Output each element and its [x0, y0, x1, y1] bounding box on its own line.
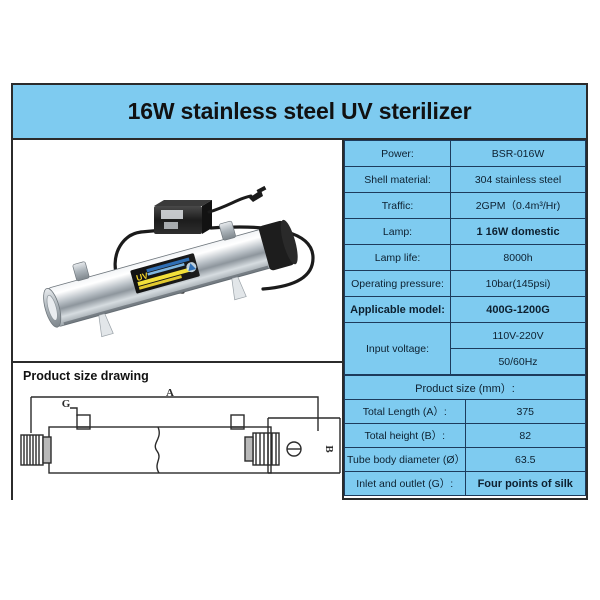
- product-size-drawing-pane: Product size drawing: [13, 363, 342, 500]
- right-column: Power: BSR-016W Shell material: 304 stai…: [343, 140, 586, 500]
- table-row: 50/60Hz: [345, 348, 586, 375]
- spec-value-traffic: 2GPM（0.4m³/Hr): [450, 192, 586, 219]
- left-column: UV Product size drawing: [13, 140, 344, 500]
- spec-value-input-voltage-1: 110V-220V: [450, 322, 586, 349]
- spec-label-lamp: Lamp:: [343, 218, 452, 245]
- table-row: Lamp life: 8000h: [343, 244, 586, 271]
- size-drawing-image: A G B: [20, 387, 341, 474]
- size-label-tube-diameter: Tube body diameter (Ø）:: [344, 447, 466, 472]
- sterilizer-tube: UV: [43, 219, 298, 338]
- spec-label-shell-material: Shell material:: [343, 166, 452, 193]
- ballast-box: [154, 200, 212, 234]
- size-table-header: Product size (mm）:: [344, 375, 586, 400]
- table-row: Lamp: 1 16W domestic: [343, 218, 586, 245]
- spec-label-power: Power:: [343, 140, 452, 167]
- spec-label-lamp-life: Lamp life:: [343, 244, 452, 271]
- spec-value-lamp-life: 8000h: [450, 244, 586, 271]
- dimension-label-a: A: [166, 387, 174, 399]
- table-row: Inlet and outlet (G）: Four points of sil…: [344, 471, 586, 496]
- page-title: 16W stainless steel UV sterilizer: [127, 98, 472, 124]
- size-label-total-length: Total Length (A）:: [344, 399, 466, 424]
- size-value-total-height: 82: [464, 423, 586, 448]
- size-value-tube-diameter: 63.5: [464, 447, 586, 472]
- spec-value-lamp: 1 16W domestic: [450, 218, 586, 245]
- product-spec-card: 16W stainless steel UV sterilizer: [11, 83, 588, 500]
- spec-label-applicable-model: Applicable model:: [343, 296, 452, 323]
- spec-value-input-voltage-2: 50/60Hz: [450, 348, 586, 375]
- size-label-total-height: Total height (B）:: [344, 423, 466, 448]
- dimension-label-g: G: [62, 398, 71, 410]
- card-body: UV Product size drawing: [13, 140, 586, 500]
- table-row: Input voltage: 110V-220V: [343, 322, 586, 375]
- product-title-bar: 16W stainless steel UV sterilizer: [13, 85, 586, 140]
- spec-label-input-voltage: Input voltage:: [343, 322, 452, 375]
- table-row: Operating pressure: 10bar(145psi): [343, 270, 586, 297]
- drawing-caption: Product size drawing: [23, 369, 149, 383]
- spec-label-traffic: Traffic:: [343, 192, 452, 219]
- product-label: UV: [130, 253, 200, 294]
- product-photo-image: UV: [13, 140, 342, 361]
- spec-value-applicable-model: 400G-1200G: [450, 296, 586, 323]
- table-row: Total height (B）: 82: [344, 423, 586, 448]
- table-row: Product size (mm）:: [344, 375, 586, 400]
- product-photo-pane: UV: [13, 140, 342, 363]
- table-row: Shell material: 304 stainless steel: [343, 166, 586, 193]
- table-row: Tube body diameter (Ø）: 63.5: [344, 447, 586, 472]
- spec-value-shell-material: 304 stainless steel: [450, 166, 586, 193]
- table-row: Traffic: 2GPM（0.4m³/Hr): [343, 192, 586, 219]
- power-plug: [249, 185, 267, 202]
- dimension-label-b: B: [323, 445, 335, 453]
- spec-value-power: BSR-016W: [450, 140, 586, 167]
- specification-table: Power: BSR-016W Shell material: 304 stai…: [343, 140, 586, 375]
- product-size-table: Product size (mm）: Total Length (A）: 375…: [344, 375, 586, 496]
- size-value-inlet-outlet: Four points of silk: [464, 471, 586, 496]
- table-row: Total Length (A）: 375: [344, 399, 586, 424]
- table-row: Applicable model: 400G-1200G: [343, 296, 586, 323]
- size-label-inlet-outlet: Inlet and outlet (G）:: [344, 471, 466, 496]
- table-row: Power: BSR-016W: [343, 140, 586, 167]
- size-value-total-length: 375: [464, 399, 586, 424]
- spec-value-operating-pressure: 10bar(145psi): [450, 270, 586, 297]
- spec-label-operating-pressure: Operating pressure:: [343, 270, 452, 297]
